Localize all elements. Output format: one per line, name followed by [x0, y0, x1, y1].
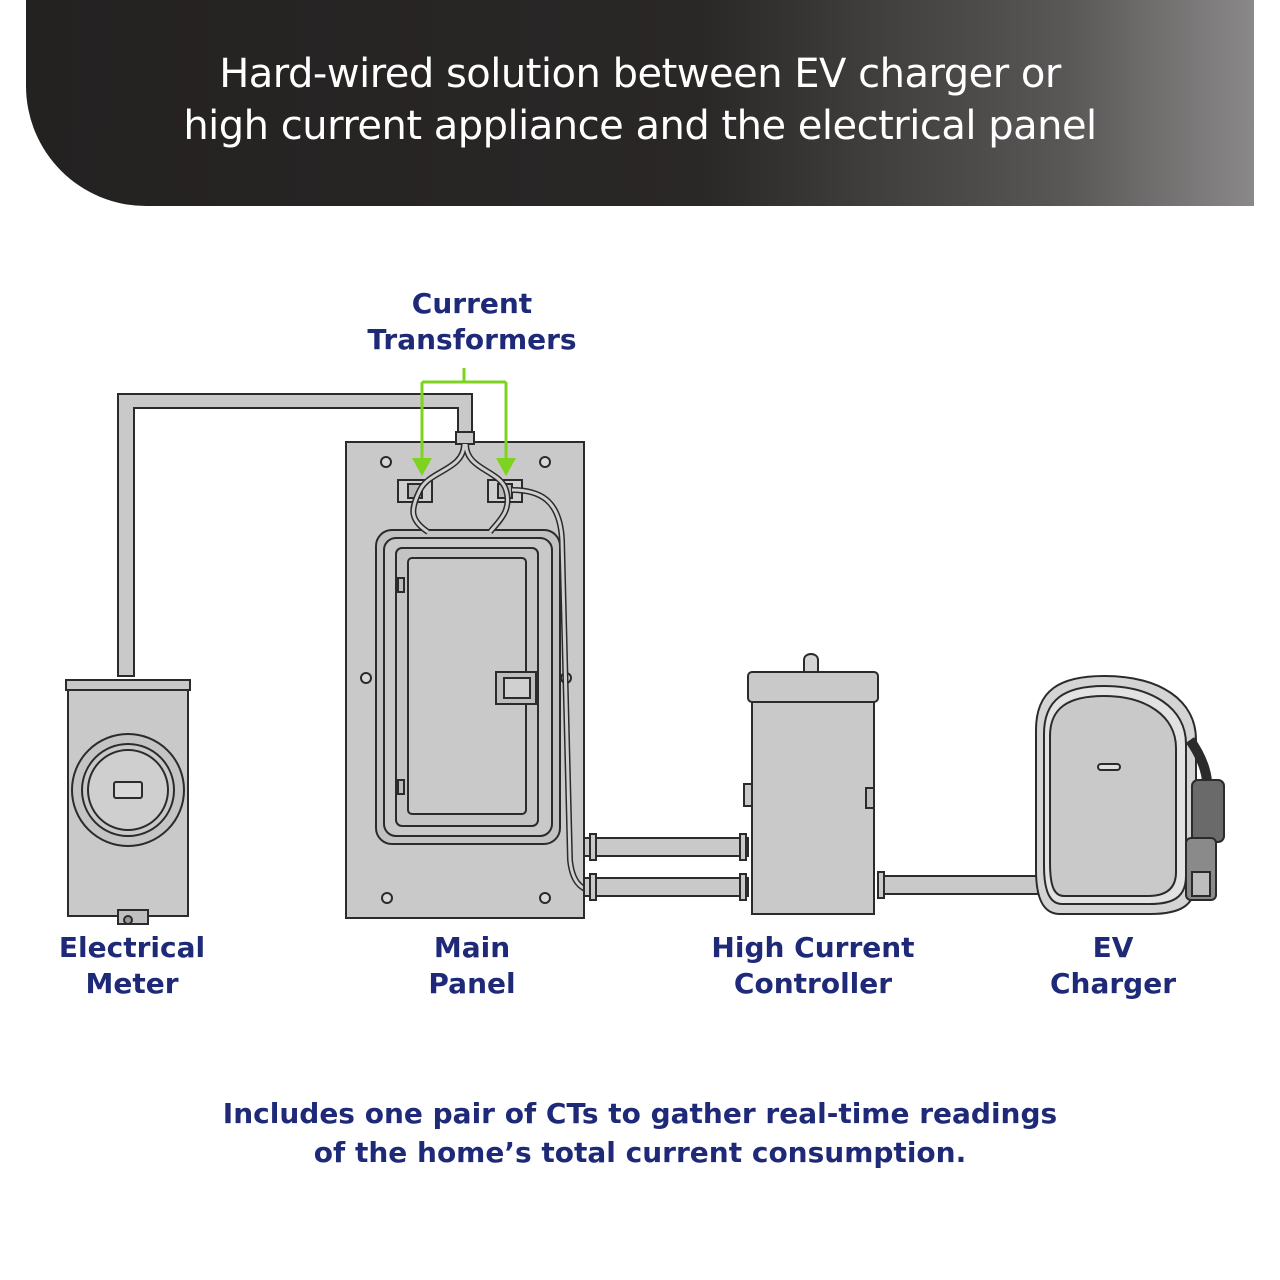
label-main-panel: Main Panel — [372, 930, 572, 1002]
label-current-transformers-line-2: Transformers — [367, 323, 577, 356]
label-ev-charger: EV Charger — [1013, 930, 1213, 1002]
label-electrical-meter: Electrical Meter — [32, 930, 232, 1002]
label-current-transformers: Current Transformers — [352, 286, 592, 358]
footnote-line-1: Includes one pair of CTs to gather real-… — [222, 1097, 1058, 1130]
conduit-panel-to-controller-upper — [583, 837, 749, 857]
conduit-controller-to-charger — [877, 875, 1039, 895]
footnote-line-2: of the home’s total current consumption. — [313, 1136, 967, 1169]
label-current-transformers-line-1: Current — [411, 287, 533, 320]
page-title: Hard-wired solution between EV charger o… — [26, 48, 1254, 152]
label-ev-charger-line-1: EV — [1092, 931, 1134, 964]
conduit-panel-to-controller-lower — [583, 877, 749, 897]
label-high-current-controller: High Current Controller — [683, 930, 943, 1002]
electrical-meter-illustration — [65, 679, 191, 925]
ct-callout-lines — [420, 368, 508, 462]
ev-charger-illustration — [1035, 674, 1225, 915]
label-main-panel-line-2: Panel — [428, 967, 516, 1000]
ct-callout-arrowheads — [412, 458, 516, 476]
page-title-line-2: high current appliance and the electrica… — [183, 103, 1097, 149]
header-banner: Hard-wired solution between EV charger o… — [26, 0, 1254, 206]
label-electrical-meter-line-1: Electrical — [58, 931, 206, 964]
label-electrical-meter-line-2: Meter — [85, 967, 179, 1000]
footnote: Includes one pair of CTs to gather real-… — [0, 1094, 1280, 1172]
main-panel-illustration — [345, 431, 585, 919]
label-main-panel-line-1: Main — [433, 931, 511, 964]
page-title-line-1: Hard-wired solution between EV charger o… — [219, 51, 1061, 97]
label-high-current-controller-line-2: Controller — [733, 967, 893, 1000]
label-ev-charger-line-2: Charger — [1049, 967, 1177, 1000]
high-current-controller-illustration — [743, 653, 879, 915]
label-high-current-controller-line-1: High Current — [711, 931, 915, 964]
